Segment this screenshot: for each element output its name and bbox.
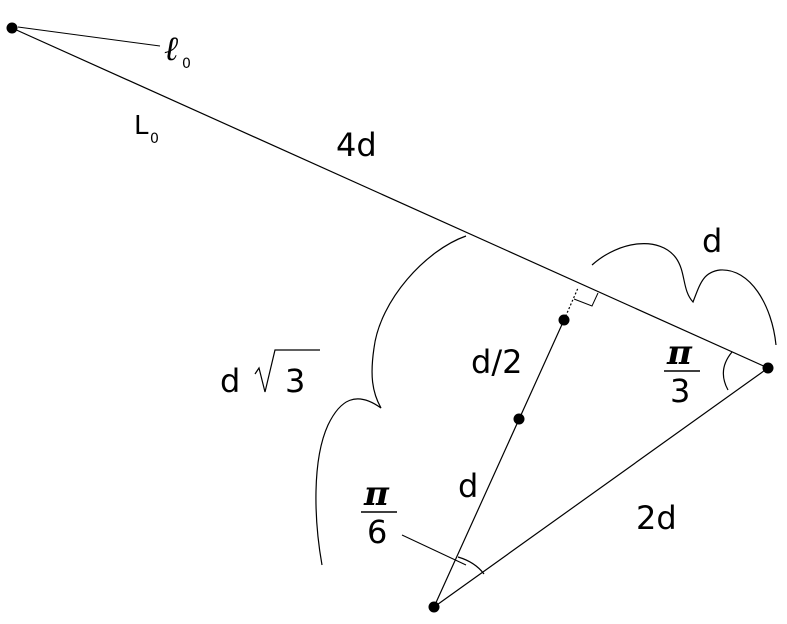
label-2d: 2d bbox=[636, 499, 677, 537]
label-4d: 4d bbox=[336, 126, 377, 164]
label-d-half: d/2 bbox=[471, 343, 522, 381]
bracket-dsqrt3 bbox=[315, 235, 467, 566]
angle-arc-right bbox=[722, 351, 733, 391]
angle-arc-bottom bbox=[457, 556, 485, 575]
radical-sign bbox=[254, 349, 320, 393]
segment-2d bbox=[433, 367, 769, 608]
bracket-d bbox=[591, 243, 777, 346]
angle-bottom-leader bbox=[401, 534, 467, 566]
l0-leader-line bbox=[17, 26, 161, 47]
right-angle-marker bbox=[573, 292, 599, 307]
label-sqrt-radicand: 3 bbox=[285, 362, 305, 400]
perpendicular-extension bbox=[563, 287, 579, 321]
label-line-subscript: 0 bbox=[182, 56, 191, 72]
label-pi3-den: 3 bbox=[670, 372, 690, 410]
label-point-symbol: L bbox=[134, 111, 149, 141]
point-midpoint bbox=[513, 413, 525, 425]
point-upper bbox=[558, 314, 570, 326]
label-d-lower: d bbox=[458, 467, 478, 505]
point-bottom-vertex bbox=[428, 601, 440, 613]
segment-median bbox=[433, 319, 565, 608]
point-start bbox=[6, 22, 18, 34]
label-pi3-num: π bbox=[666, 333, 693, 373]
label-pi6-num: π bbox=[363, 474, 390, 514]
label-pi6-den: 6 bbox=[367, 513, 387, 551]
line-l0 bbox=[11, 27, 769, 369]
label-point-subscript: 0 bbox=[150, 131, 159, 147]
point-right-vertex bbox=[762, 362, 774, 374]
label-line-symbol: ℓ bbox=[164, 29, 178, 69]
label-d-right: d bbox=[702, 222, 722, 260]
label-d-sqrt-prefix: d bbox=[220, 362, 240, 400]
